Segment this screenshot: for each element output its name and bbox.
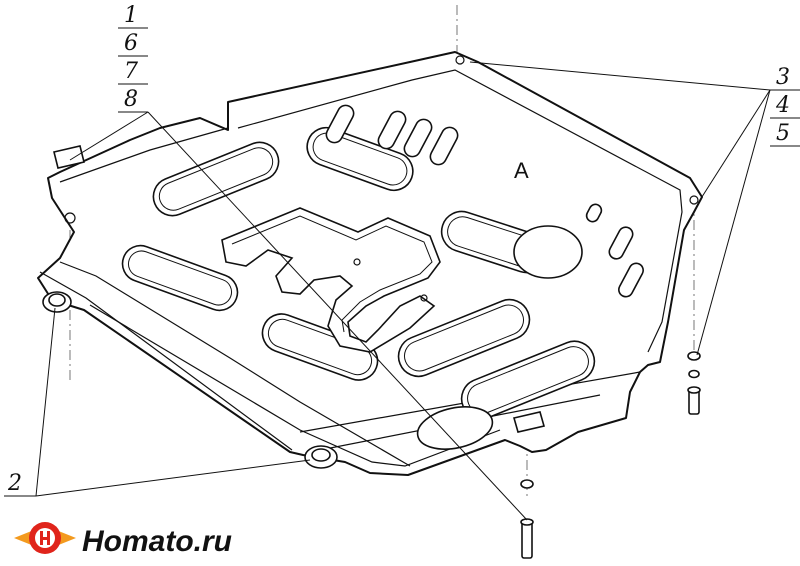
slot xyxy=(397,298,531,378)
slit xyxy=(325,104,355,144)
leader-lines xyxy=(4,27,800,521)
callout-4: 4 xyxy=(775,93,790,118)
callout-1: 1 xyxy=(124,3,138,28)
slot-inner xyxy=(158,147,274,211)
leader-line xyxy=(699,89,771,201)
bolt-icon xyxy=(521,521,533,559)
slot-inner xyxy=(312,132,408,186)
callout-labels: 1 6 7 8 3 4 5 2 xyxy=(7,3,790,496)
logo-emblem-icon xyxy=(14,522,76,554)
mount-tab xyxy=(53,145,85,169)
callout-7: 7 xyxy=(124,59,138,84)
bushing-inner xyxy=(311,448,331,462)
slot-inner xyxy=(403,304,525,372)
homato-logo: Homato.ru xyxy=(14,522,232,558)
plate-side-edge xyxy=(59,127,229,183)
plate-bend-line xyxy=(89,69,683,467)
callout-2: 2 xyxy=(7,471,22,496)
small-hole xyxy=(689,195,699,205)
center-recess-inner xyxy=(231,215,433,333)
leader-line xyxy=(69,111,149,161)
small-hole xyxy=(420,294,428,302)
small-hole xyxy=(455,55,465,65)
callout-6: 6 xyxy=(124,31,138,56)
bushing xyxy=(304,445,338,469)
small-hole xyxy=(353,258,361,266)
slit xyxy=(403,118,433,158)
slot-inner xyxy=(267,318,373,376)
leader-line xyxy=(35,307,56,497)
washer-icon xyxy=(687,351,701,361)
slot xyxy=(261,313,379,381)
fastener-stack-right xyxy=(687,351,701,415)
callout-8: 8 xyxy=(124,87,138,112)
slot-inner xyxy=(467,346,589,414)
bolt-head-icon xyxy=(520,518,534,526)
small-hole xyxy=(64,212,76,224)
center-recess xyxy=(221,207,441,353)
bushing-inner xyxy=(48,293,66,307)
slit xyxy=(429,126,459,166)
callout-3: 3 xyxy=(776,65,790,90)
plate-marking: A xyxy=(514,158,529,183)
vent-slits xyxy=(325,104,644,298)
logo-text: Homato.ru xyxy=(82,525,232,558)
mount-tab xyxy=(512,411,546,433)
leader-line xyxy=(469,61,771,91)
leader-line xyxy=(696,89,771,356)
slot-inner xyxy=(127,250,233,306)
fastener-stack-bottom xyxy=(520,479,534,559)
leader-line xyxy=(147,111,528,521)
slot xyxy=(121,244,239,312)
bushing xyxy=(42,291,72,313)
bolt-head-icon xyxy=(687,386,701,394)
slot-group xyxy=(121,126,596,420)
nut-icon xyxy=(688,369,700,379)
slit xyxy=(377,110,407,150)
slot xyxy=(152,141,280,217)
plate-front-edge xyxy=(59,261,411,467)
round-hole xyxy=(513,225,583,279)
slit xyxy=(585,203,603,223)
leader-line xyxy=(35,459,311,497)
washer-icon xyxy=(520,479,534,489)
slit xyxy=(608,226,634,260)
slit xyxy=(618,262,644,298)
callout-5: 5 xyxy=(776,121,790,146)
